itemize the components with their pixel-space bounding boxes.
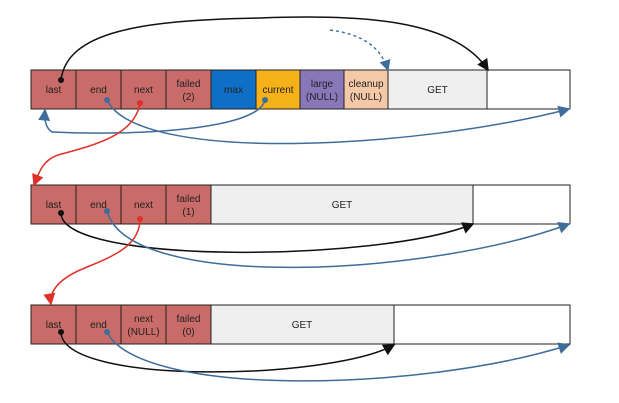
cleanup-label: cleanup	[348, 79, 383, 90]
end-label: end	[90, 200, 107, 211]
next-label: next	[134, 314, 153, 325]
current-label: current	[262, 85, 293, 96]
end-label: end	[90, 85, 107, 96]
end-pointer-arrow	[106, 210, 571, 269]
end-field	[75, 69, 122, 110]
failed-count: (2)	[182, 92, 194, 103]
end-pointer-dot	[104, 97, 110, 103]
last-label: last	[46, 200, 62, 211]
last-pointer-arrow	[60, 212, 475, 253]
cleanup-value: (NULL)	[350, 92, 382, 103]
failed-field	[165, 184, 212, 225]
failed-label: failed	[177, 79, 201, 90]
cleanup-dotted-arrow	[329, 29, 391, 72]
next-field	[120, 184, 167, 225]
get-label: GET	[332, 200, 353, 211]
last-field	[30, 184, 77, 225]
end-pointer-arrow	[106, 99, 571, 145]
next-null-value: (NULL)	[127, 327, 159, 338]
last-pointer-dot	[58, 329, 64, 335]
end-pointer-dot	[104, 329, 110, 335]
end-label: end	[90, 320, 107, 331]
get-label: GET	[292, 320, 313, 331]
max-field	[210, 69, 257, 110]
used-data-area	[210, 184, 474, 225]
last-field	[30, 69, 77, 110]
last-label: last	[46, 85, 62, 96]
free-space-area	[472, 184, 571, 225]
failed-count: (0)	[182, 327, 194, 338]
free-space-area	[486, 69, 571, 110]
next-pointer-dot	[137, 216, 143, 222]
large-value: (NULL)	[306, 92, 338, 103]
end-pointer-dot	[104, 208, 110, 214]
pool-block-2: last end next failed (1) GET	[30, 184, 571, 225]
next-pool-arrow	[32, 102, 141, 187]
next-pointer-dot	[137, 100, 143, 106]
last-pointer-dot	[58, 77, 64, 83]
failed-label: failed	[177, 314, 201, 325]
next-pool-arrow	[43, 218, 141, 306]
next-label: next	[134, 85, 153, 96]
end-pointer-arrow	[106, 331, 571, 382]
next-field	[120, 304, 167, 345]
free-space-area	[393, 304, 571, 345]
used-data-area	[387, 69, 488, 110]
used-data-area	[210, 304, 395, 345]
large-label: large	[311, 79, 334, 90]
last-label: last	[46, 320, 62, 331]
next-field	[120, 69, 167, 110]
current-pointer-dot	[262, 97, 268, 103]
pool-block-1: last end next failed (2) max current lar…	[30, 69, 571, 110]
next-label: next	[134, 200, 153, 211]
last-pointer-arrow	[60, 16, 489, 81]
large-field	[299, 69, 345, 110]
last-pointer-dot	[58, 210, 64, 216]
failed-count: (1)	[182, 207, 194, 218]
end-field	[75, 304, 122, 345]
failed-field	[165, 304, 212, 345]
current-pointer-arrow	[38, 99, 266, 134]
cleanup-field	[343, 69, 389, 110]
failed-label: failed	[177, 194, 201, 205]
last-pointer-arrow	[60, 331, 396, 373]
get-label: GET	[427, 85, 448, 96]
max-label: max	[224, 85, 243, 96]
pool-block-3: last end next (NULL) failed (0) GET	[30, 304, 571, 345]
